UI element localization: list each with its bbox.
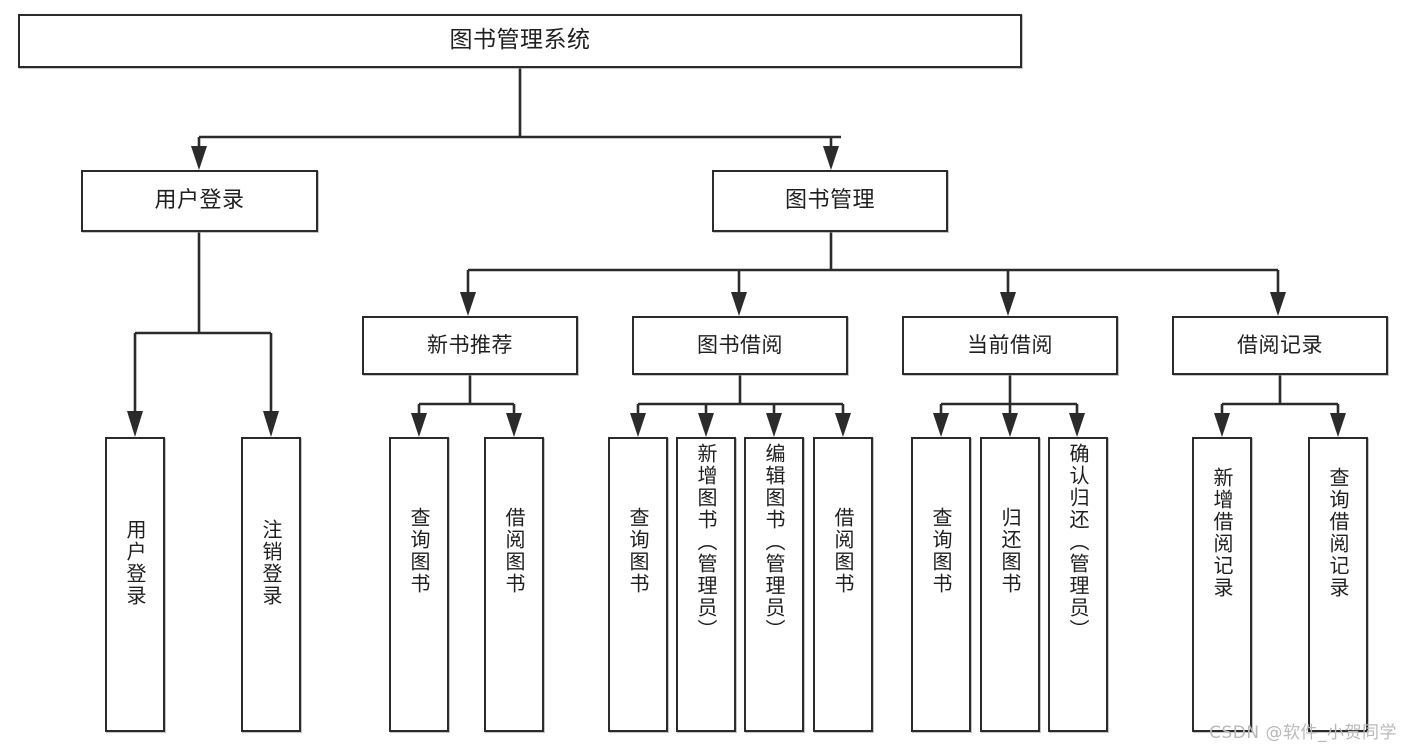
arrowhead-bb-leaf2 [698,413,714,437]
node-label: 注销登录 [259,519,283,607]
csdn-watermark: CSDN @软件_小贺同学 [1209,723,1397,743]
node-label: 图书管理系统 [449,27,591,54]
node-label: 借阅图书 [831,507,855,595]
arrowhead-cb-leaf3 [1069,413,1085,437]
arrowhead-new-book [460,292,476,316]
node-label: 用户登录 [154,187,245,213]
node-label: 新增图书（管理员） [694,443,718,641]
arrowhead-bb-leaf1 [630,413,646,437]
node-label: 借阅图书 [502,507,526,595]
leaf-edit-book-admin[interactable]: 编辑图书（管理员） [744,437,804,732]
leaf-user-login[interactable]: 用户登录 [105,437,165,732]
node-label: 图书管理 [784,187,875,213]
node-new-book-recommend[interactable]: 新书推荐 [362,316,578,375]
leaf-query-book-2[interactable]: 查询图书 [608,437,668,732]
leaf-borrow-book-1[interactable]: 借阅图书 [484,437,544,732]
arrowhead-current-borrow [1000,292,1016,316]
node-current-borrow[interactable]: 当前借阅 [902,316,1118,375]
node-book-borrow[interactable]: 图书借阅 [632,316,848,375]
node-label: 查询图书 [626,507,650,595]
arrowhead-book-mgmt [823,146,839,170]
node-user-login[interactable]: 用户登录 [81,170,318,232]
arrowhead-nb-leaf2 [506,413,522,437]
arrowhead-bb-leaf3 [766,413,782,437]
arrowhead-nb-leaf1 [411,413,427,437]
arrowhead-borrow-records [1270,292,1286,316]
node-label: 借阅记录 [1237,332,1323,357]
arrowhead-bb-leaf4 [835,413,851,437]
arrowhead-user-login [191,146,207,170]
node-label: 查询图书 [929,507,953,595]
arrowhead-leaf-logout [263,411,279,437]
node-label: 用户登录 [123,519,147,607]
leaf-add-borrow-record[interactable]: 新增借阅记录 [1192,437,1252,732]
arrowhead-cb-leaf1 [933,413,949,437]
arrowhead-cb-leaf2 [1002,413,1018,437]
leaf-confirm-return-admin[interactable]: 确认归还（管理员） [1048,437,1108,732]
leaf-add-book-admin[interactable]: 新增图书（管理员） [676,437,736,732]
node-label: 编辑图书（管理员） [762,443,786,641]
node-label: 新增借阅记录 [1210,467,1234,599]
node-label: 图书借阅 [697,332,783,357]
leaf-query-book-3[interactable]: 查询图书 [911,437,971,732]
arrowhead-br-leaf2 [1330,413,1346,437]
leaf-query-borrow-record[interactable]: 查询借阅记录 [1308,437,1368,732]
leaf-logout[interactable]: 注销登录 [241,437,301,732]
node-label: 当前借阅 [967,332,1053,357]
node-label: 查询图书 [407,507,431,595]
node-label: 确认归还（管理员） [1066,443,1090,641]
leaf-borrow-book-2[interactable]: 借阅图书 [813,437,873,732]
arrowhead-br-leaf1 [1214,413,1230,437]
node-borrow-records[interactable]: 借阅记录 [1172,316,1388,375]
leaf-query-book-1[interactable]: 查询图书 [389,437,449,732]
node-root-system[interactable]: 图书管理系统 [18,14,1022,68]
node-label: 查询借阅记录 [1326,467,1350,599]
node-label: 归还图书 [998,507,1022,595]
node-label: 新书推荐 [427,332,513,357]
arrowhead-leaf-user-login [127,411,143,437]
arrowhead-book-borrow [731,292,747,316]
node-book-management[interactable]: 图书管理 [712,170,948,232]
leaf-return-book[interactable]: 归还图书 [980,437,1040,732]
